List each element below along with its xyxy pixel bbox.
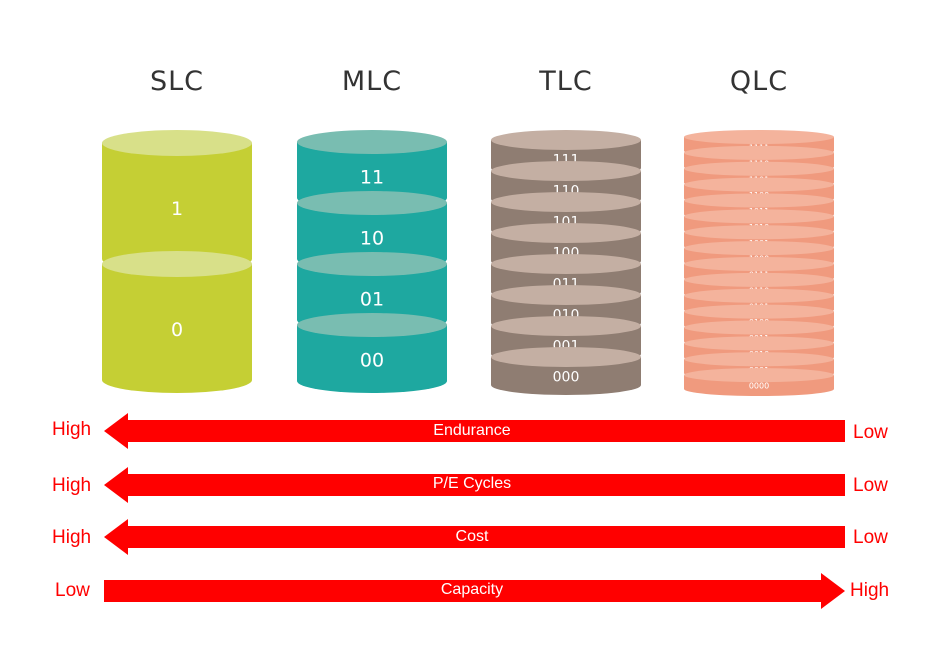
- column-title-slc: SLC: [149, 66, 205, 97]
- cell-tlc: 000: [491, 347, 641, 395]
- cell-label: 01: [360, 288, 384, 310]
- endurance-right-label: Low: [853, 422, 888, 443]
- cell-body: [297, 325, 447, 393]
- cell-label: 10: [360, 227, 384, 249]
- pe-cycles-left-label: High: [52, 475, 92, 496]
- arrow-p-e-cycles: [104, 467, 845, 503]
- cost-label: Cost: [455, 528, 489, 545]
- arrow-capacity: [104, 573, 845, 609]
- cell-slc: 1: [102, 130, 252, 272]
- cell-top: [684, 241, 834, 256]
- cell-top: [102, 130, 252, 156]
- cell-label: 1: [171, 198, 183, 220]
- cell-top: [491, 347, 641, 367]
- column-title-qlc: QLC: [729, 66, 789, 97]
- pe-cycles-label: P/E Cycles: [432, 475, 512, 492]
- cell-slc: 0: [102, 251, 252, 393]
- cell-top: [684, 257, 834, 271]
- cell-label: 000: [553, 369, 580, 385]
- cell-qlc: 0000: [684, 368, 834, 396]
- cell-top: [684, 177, 834, 192]
- arrow-endurance: [104, 413, 845, 449]
- cell-top: [684, 352, 834, 367]
- capacity-left-label: Low: [55, 580, 90, 601]
- endurance-label: Endurance: [433, 422, 511, 439]
- cell-top: [684, 304, 834, 319]
- cell-top: [491, 192, 641, 212]
- cell-top: [684, 272, 834, 287]
- pe-cycles-right-label: Low: [853, 475, 888, 496]
- cell-body: [102, 143, 252, 272]
- cell-label: 0000: [749, 382, 769, 391]
- cost-right-label: Low: [853, 527, 888, 548]
- cell-top: [684, 209, 834, 224]
- cell-label: 11: [360, 166, 384, 188]
- cell-top: [297, 191, 447, 215]
- cell-body: [491, 357, 641, 395]
- cost-left-label: High: [52, 527, 92, 548]
- cell-top: [491, 316, 641, 336]
- cell-top: [684, 368, 834, 383]
- stack-qlc: 1111111011011100101110101001100001110110…: [684, 130, 834, 396]
- cell-top: [297, 313, 447, 337]
- cell-top: [684, 320, 834, 335]
- endurance-left-label: High: [52, 419, 92, 440]
- stack-mlc: 11 10 01 00: [297, 130, 447, 393]
- column-title-mlc: MLC: [341, 66, 403, 97]
- cell-label: 00: [360, 349, 384, 371]
- arrow-cost: [104, 519, 845, 555]
- cell-top: [297, 130, 447, 154]
- cell-top: [684, 225, 834, 240]
- cell-top: [684, 336, 834, 351]
- cell-mlc: 00: [297, 313, 447, 393]
- capacity-right-label: High: [850, 580, 890, 601]
- cell-top: [684, 130, 834, 144]
- cell-top: [684, 193, 834, 208]
- cell-top: [102, 251, 252, 277]
- cell-top: [491, 285, 641, 305]
- column-title-tlc: TLC: [539, 66, 593, 97]
- cell-label: 0: [171, 319, 183, 341]
- cell-top: [297, 252, 447, 276]
- cell-top: [491, 254, 641, 274]
- cell-top: [491, 130, 641, 150]
- cell-top: [684, 145, 834, 160]
- capacity-label: Capacity: [440, 581, 504, 598]
- cell-body: [102, 264, 252, 393]
- cell-top: [684, 161, 834, 176]
- cell-top: [684, 288, 834, 303]
- cell-top: [491, 223, 641, 243]
- cell-top: [491, 161, 641, 181]
- stack-slc: 10: [102, 130, 252, 393]
